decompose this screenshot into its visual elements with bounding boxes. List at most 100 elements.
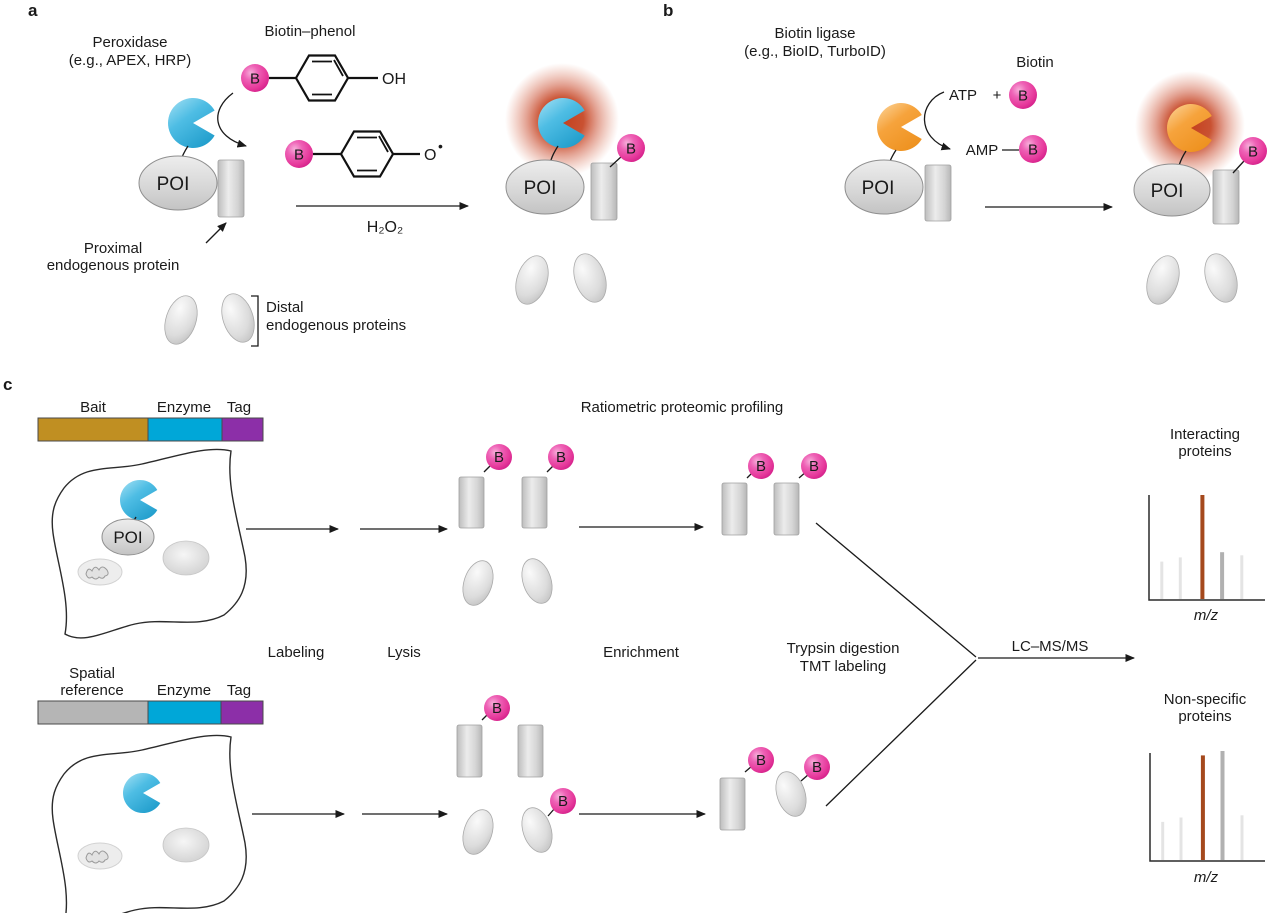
proximal-protein-cylinder <box>590 162 618 221</box>
spectrum-bar <box>1161 821 1165 860</box>
biotin-badge <box>241 64 269 92</box>
bait-segment <box>37 417 149 442</box>
spectrum-bar <box>1200 755 1205 860</box>
tag-label: Tag <box>227 682 251 699</box>
proximal-label-line2: endogenous protein <box>47 257 180 274</box>
proximal-pointer-arrow <box>205 222 227 244</box>
proximal-protein-cylinder <box>1212 169 1240 225</box>
biotin-badge <box>1009 81 1037 109</box>
biotin-badge-letter: B <box>1018 88 1028 105</box>
step-lysis: Lysis <box>387 644 421 661</box>
spectrum-bar <box>1160 561 1164 599</box>
spectrum-top-title-line1: Interacting <box>1170 426 1240 443</box>
poi-label: POI <box>1151 181 1184 202</box>
spectrum-bar <box>1178 557 1182 599</box>
biotin-badge <box>617 134 645 162</box>
mitochondrion-cristae <box>85 566 109 580</box>
poi-label: POI <box>524 178 557 199</box>
biotin-badge-letter: B <box>626 141 636 158</box>
spectrum-bar <box>1240 555 1244 599</box>
enriched-protein-cylinder <box>719 777 746 831</box>
biotin-badge-letter: B <box>558 793 568 810</box>
biotin-link-line <box>609 155 623 168</box>
double-bond <box>333 59 344 77</box>
proximal-protein-cylinder <box>217 159 245 218</box>
protein-cylinder <box>517 724 544 778</box>
distal-protein-ellipse <box>1204 253 1238 303</box>
biotin-badge <box>1019 135 1047 163</box>
biotin-badge-letter: B <box>1248 144 1258 161</box>
protein-ellipse <box>521 558 553 604</box>
tag-label: Tag <box>227 399 251 416</box>
biotin-badge <box>748 747 774 773</box>
enzyme-label: Enzyme <box>157 399 211 416</box>
converge-line-bottom <box>825 659 977 807</box>
peroxidase-enzyme-icon <box>167 98 215 148</box>
protein-ellipse <box>462 560 494 606</box>
mz-axis-label: m/z <box>1194 869 1219 886</box>
panel-a-label: a <box>28 1 38 20</box>
distal-protein-ellipse <box>573 253 607 303</box>
biotin-badge-letter: B <box>756 458 766 475</box>
curved-reaction-arrow <box>217 92 247 148</box>
tag-segment <box>220 700 264 725</box>
distal-protein-ellipse <box>515 255 549 305</box>
step-trypsin-line2: TMT labeling <box>800 658 886 675</box>
enzyme-label: Enzyme <box>157 682 211 699</box>
biotin-badge <box>484 695 510 721</box>
protein-ellipse <box>521 807 553 853</box>
distal-label-line1: Distal <box>266 299 304 316</box>
spectrum-top-axes <box>1148 495 1265 601</box>
biotin-label: Biotin <box>1016 54 1054 71</box>
spectrum-bar <box>1200 495 1205 599</box>
biotin-badge <box>548 444 574 470</box>
radical-dot: • <box>438 138 443 154</box>
biotin-badge-letter: B <box>756 752 766 769</box>
biotin-badge-letter: B <box>1028 142 1038 159</box>
spectrum-top-title-line2: proteins <box>1178 443 1231 460</box>
panel-b-title-line1: Biotin ligase <box>775 25 856 42</box>
cell-outline <box>51 734 247 913</box>
spectrum-bottom-axes <box>1149 753 1265 862</box>
biotin-badge-letter: B <box>556 449 566 466</box>
poi-label: POI <box>862 178 895 199</box>
labeled-protein-cylinder <box>521 476 548 529</box>
poi-label: POI <box>157 174 190 195</box>
biotin-ligase-enzyme-icon <box>876 103 922 151</box>
proximal-label-line1: Proximal <box>84 240 142 257</box>
hydroxyl-label: OH <box>382 71 406 88</box>
biotin-badge-letter: B <box>812 759 822 776</box>
distal-bracket <box>251 295 259 347</box>
poi-ellipse <box>1133 163 1211 217</box>
biotin-link-line <box>1232 160 1245 174</box>
biotin-badge <box>486 444 512 470</box>
poi-ellipse <box>138 155 218 211</box>
atp-label: ATP <box>949 87 977 104</box>
h2o2-label: H₂O₂ <box>367 219 403 236</box>
plus-sign: + <box>993 87 1002 104</box>
spatial-reference-label-line1: Spatial <box>69 665 115 682</box>
enzyme-segment <box>147 417 223 442</box>
biotin-phenol-label: Biotin–phenol <box>265 23 356 40</box>
organelle-ellipse <box>162 540 210 576</box>
panel-c-title: Ratiometric proteomic profiling <box>581 399 784 416</box>
converge-line-top <box>815 522 977 658</box>
panel-b-label: b <box>663 1 673 20</box>
panel-b-title-line2: (e.g., BioID, TurboID) <box>744 43 886 60</box>
mitochondrion-cristae <box>85 850 109 864</box>
distal-protein-ellipse <box>1146 255 1180 305</box>
spectrum-bottom-title-line2: proteins <box>1178 708 1231 725</box>
enzyme-segment <box>147 700 222 725</box>
spectrum-bar <box>1179 817 1183 860</box>
enriched-protein-cylinder <box>773 482 800 536</box>
enriched-protein-ellipse <box>775 771 807 817</box>
spectrum-bar <box>1220 552 1225 599</box>
biotin-badge <box>804 754 830 780</box>
ligase-reaction-curved-arrow <box>923 91 951 151</box>
panel-a-title-line1: Peroxidase <box>92 34 167 51</box>
spatial-reference-label-line2: reference <box>60 682 123 699</box>
amp-label: AMP <box>966 142 999 159</box>
labeled-protein-cylinder <box>458 476 485 529</box>
biotin-badge-letter: B <box>294 147 304 164</box>
